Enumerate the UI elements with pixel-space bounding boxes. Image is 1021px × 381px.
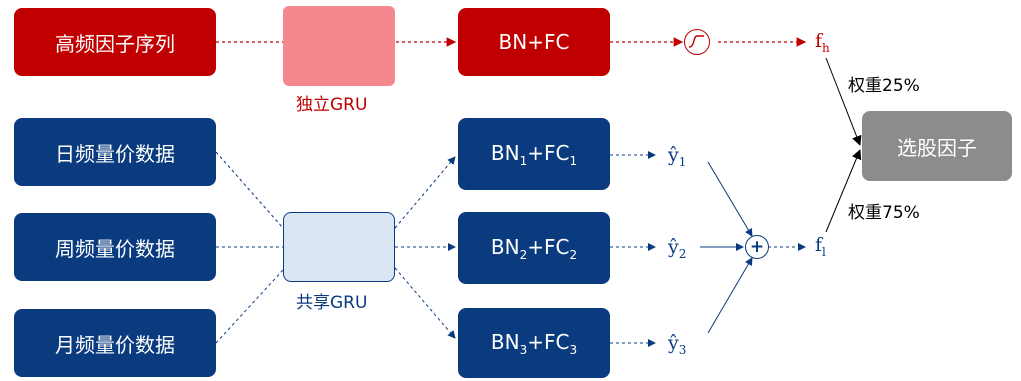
high-freq-input-label: 高频因子序列 xyxy=(55,31,175,56)
monthly-input-box: 月频量价数据 xyxy=(14,309,216,377)
y1-label: ŷ1 xyxy=(668,144,687,169)
head-1-label: BN1+FC1 xyxy=(490,140,578,168)
head-1-box: BN1+FC1 xyxy=(458,118,610,190)
y3-label: ŷ3 xyxy=(668,332,687,357)
head-3-box: BN3+FC3 xyxy=(458,308,610,378)
monthly-input-label: 月频量价数据 xyxy=(55,332,175,357)
shared-gru-label: 共享GRU xyxy=(296,293,368,313)
weight-low-label: 权重75% xyxy=(848,203,920,223)
independent-gru-label: 独立GRU xyxy=(296,95,368,115)
daily-input-label: 日频量价数据 xyxy=(55,141,175,166)
fl-label: fl xyxy=(815,234,826,259)
weight-high-label: 权重25% xyxy=(848,76,920,96)
result-label: 选股因子 xyxy=(897,135,977,160)
high-head-box: BN+FC xyxy=(458,8,610,76)
sigmoid-icon xyxy=(684,29,710,55)
head-2-box: BN2+FC2 xyxy=(458,212,610,284)
head-3-label: BN3+FC3 xyxy=(490,329,578,357)
high-freq-input-box: 高频因子序列 xyxy=(14,8,216,76)
weekly-input-box: 周频量价数据 xyxy=(14,213,216,281)
plus-circle-icon: + xyxy=(745,235,769,259)
y2-label: ŷ2 xyxy=(668,236,687,261)
independent-gru-box xyxy=(283,6,395,86)
weekly-input-label: 周频量价数据 xyxy=(55,236,175,261)
fh-label: fh xyxy=(815,30,830,55)
daily-input-box: 日频量价数据 xyxy=(14,118,216,186)
head-2-label: BN2+FC2 xyxy=(490,234,578,262)
high-head-label: BN+FC xyxy=(498,30,570,54)
shared-gru-box xyxy=(283,212,395,282)
result-box: 选股因子 xyxy=(862,111,1012,181)
